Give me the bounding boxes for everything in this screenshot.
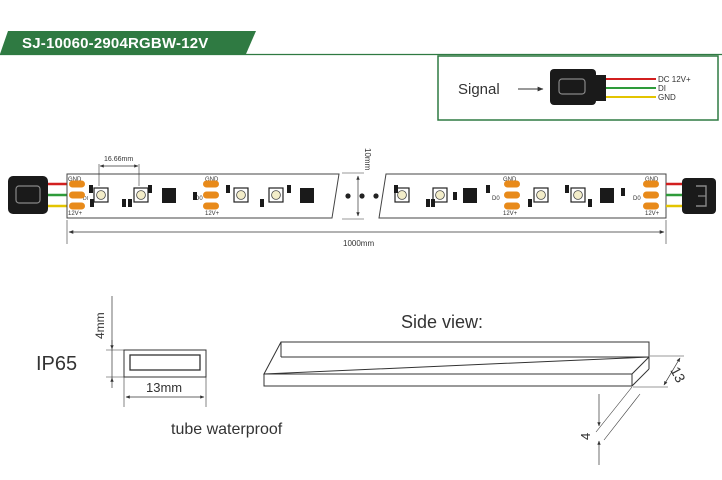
side-view-front — [263, 373, 633, 387]
resistor — [621, 188, 625, 196]
led-lens — [271, 190, 281, 200]
resistor — [528, 199, 532, 207]
solder-pad — [69, 191, 85, 199]
driver-ic — [600, 188, 614, 203]
profile-height-label: 4mm — [93, 312, 107, 339]
tube-outer — [123, 349, 207, 378]
solder-pad — [69, 202, 85, 210]
strip-width-label: 10mm — [363, 148, 372, 171]
led-lens — [136, 190, 146, 200]
led-lens — [536, 190, 546, 200]
resistor — [89, 185, 93, 193]
break-dot — [345, 193, 351, 199]
signal-diagram: Signal DC 12V+ DI GND — [437, 55, 719, 121]
driver-ic — [162, 188, 176, 203]
solder-pad — [643, 180, 659, 188]
left-connector-slot — [15, 185, 41, 204]
pitch-dimension: 16.66mm — [98, 156, 140, 186]
solder-pad — [504, 180, 520, 188]
profile-drawing: IP65 4mm 13mm tube waterproof — [36, 296, 283, 438]
driver-ic — [300, 188, 314, 203]
side-view-thickness-label: 4 — [578, 433, 593, 440]
product-title: SJ-10060-2904RGBW-12V — [22, 35, 209, 52]
pad-label-d0: D0 — [492, 196, 500, 202]
driver-ic — [463, 188, 477, 203]
wire-label-vcc: DC 12V+ — [658, 75, 691, 84]
resistor — [426, 199, 430, 207]
title-banner: SJ-10060-2904RGBW-12V — [0, 0, 722, 60]
left-connector — [8, 176, 48, 214]
led-lens — [96, 190, 106, 200]
resistor — [394, 185, 398, 193]
led-strip: GND DI 12V+ GND D0 12V+ GND D0 12V+ GND … — [8, 173, 716, 219]
led-lens — [573, 190, 583, 200]
pitch-label: 16.66mm — [104, 156, 133, 163]
pad-label-gnd: GND — [205, 177, 219, 183]
resistor — [226, 185, 230, 193]
break-dot — [359, 193, 365, 199]
led-lens — [236, 190, 246, 200]
resistor — [122, 199, 126, 207]
strip-segment-left — [66, 173, 340, 219]
side-view-title: Side view: — [401, 312, 483, 332]
wire-label-data: DI — [658, 84, 666, 93]
resistor — [128, 199, 132, 207]
side-view-depth-label: 13 — [667, 364, 689, 385]
led-lens — [397, 190, 407, 200]
solder-pad — [643, 191, 659, 199]
resistor — [148, 185, 152, 193]
strip-components — [69, 180, 659, 210]
resistor — [431, 199, 435, 207]
pad-label-vcc: 12V+ — [68, 211, 83, 217]
signal-label: Signal — [458, 81, 500, 98]
solder-pad — [643, 202, 659, 210]
signal-connector-neck — [596, 75, 606, 101]
led-lens — [435, 190, 445, 200]
solder-pad — [504, 191, 520, 199]
solder-pad — [203, 191, 219, 199]
length-dimension: 1000mm — [66, 220, 667, 248]
resistor — [453, 192, 457, 200]
solder-pad — [504, 202, 520, 210]
pad-label-gnd: GND — [68, 177, 82, 183]
solder-pad — [203, 180, 219, 188]
signal-connector-slot — [558, 78, 586, 95]
resistor — [260, 199, 264, 207]
solder-pad — [69, 180, 85, 188]
pad-label-gnd: GND — [645, 177, 659, 183]
resistor — [193, 192, 197, 200]
width-dimension: 10mm — [342, 148, 372, 220]
wire-label-gnd: GND — [658, 93, 676, 102]
signal-box-frame — [437, 55, 719, 121]
resistor — [486, 185, 490, 193]
resistor — [287, 185, 291, 193]
resistor — [588, 199, 592, 207]
resistor — [90, 199, 94, 207]
pad-label-d0: D0 — [633, 196, 641, 202]
pad-label-vcc: 12V+ — [205, 211, 220, 217]
pad-label-di: DI — [83, 196, 88, 202]
tube-inner — [129, 354, 201, 371]
pad-label-vcc: 12V+ — [503, 211, 518, 217]
side-view-top — [263, 341, 650, 375]
pad-label-vcc: 12V+ — [645, 211, 660, 217]
ip-rating: IP65 — [36, 353, 77, 375]
pad-label-gnd: GND — [503, 177, 517, 183]
title-banner-shape — [0, 31, 722, 56]
strip-length-label: 1000mm — [343, 239, 374, 248]
resistor — [565, 185, 569, 193]
strip-segment-right — [378, 173, 667, 219]
tube-type-label: tube waterproof — [171, 421, 283, 438]
solder-pad — [203, 202, 219, 210]
profile-width-label: 13mm — [146, 380, 182, 395]
pad-label-d0: D0 — [195, 196, 203, 202]
side-view-drawing: Side view: 13 4 — [263, 312, 689, 465]
signal-connector — [550, 69, 596, 105]
break-dot — [373, 193, 379, 199]
